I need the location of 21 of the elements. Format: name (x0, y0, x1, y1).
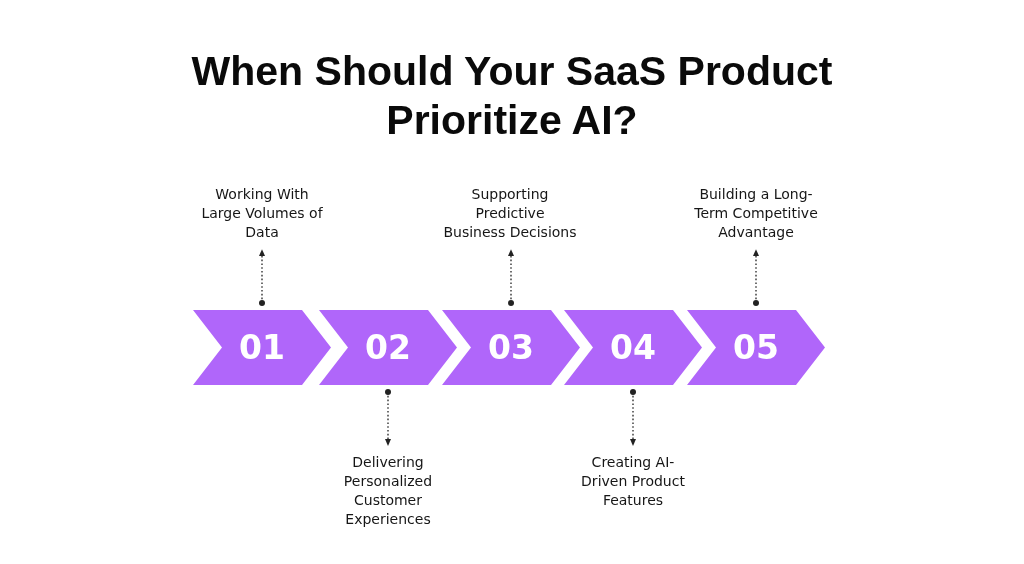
dotted-arrow (629, 389, 637, 446)
chevron-step (687, 310, 825, 385)
step-number: 02 (365, 328, 411, 367)
title: When Should Your SaaS Product Prioritize AI? (190, 47, 834, 145)
step-label: Building a Long-Term Competitive Advantage (690, 185, 822, 242)
chevron-step (193, 310, 331, 385)
dotted-arrow (507, 249, 515, 306)
step-number: 03 (488, 328, 534, 367)
dotted-arrow (752, 249, 760, 306)
step-number: 01 (239, 328, 285, 367)
step-number: 05 (733, 328, 779, 367)
step-label: Working With Large Volumes of Data (198, 185, 326, 242)
dotted-arrow (384, 389, 392, 446)
chevron-step (442, 310, 580, 385)
step-label: Supporting Predictive Business Decisions (442, 185, 578, 242)
step-number: 04 (610, 328, 656, 367)
step-label: Delivering Personalized Customer Experiences (338, 453, 438, 529)
step-label: Creating AI-Driven Product Features (577, 453, 689, 510)
dotted-arrow (258, 249, 266, 306)
chevron-step (319, 310, 457, 385)
chevron-step (564, 310, 702, 385)
